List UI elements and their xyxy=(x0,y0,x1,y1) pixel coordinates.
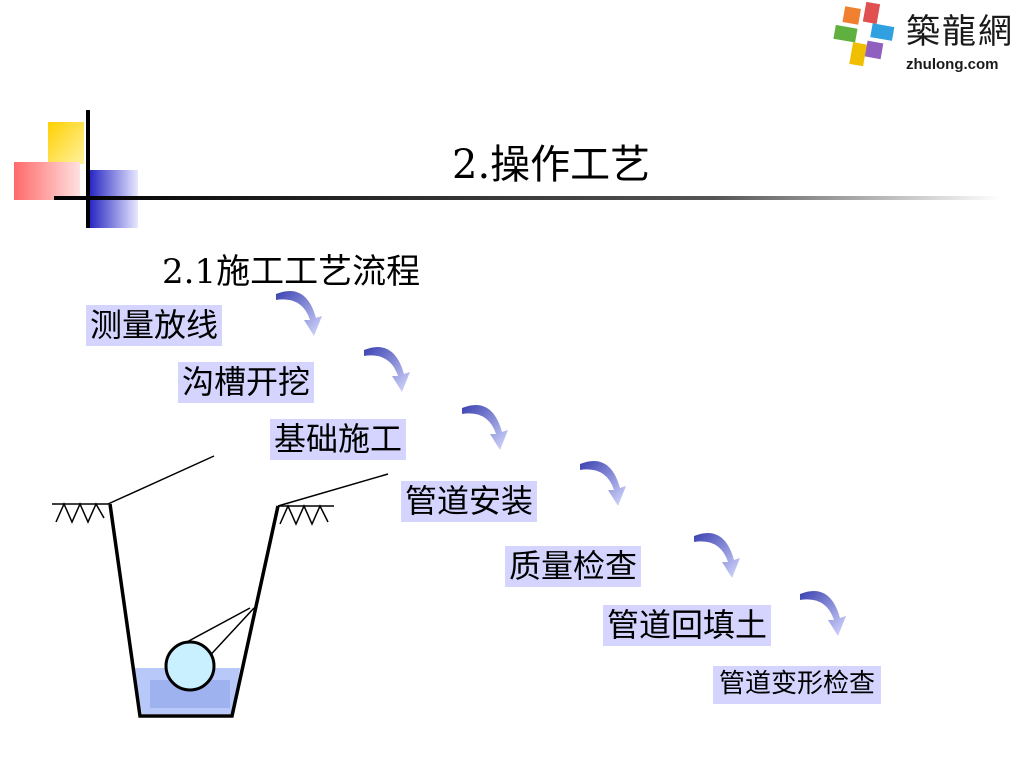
curved-arrow-icon xyxy=(462,405,508,450)
slide-title: 2.操作工艺 xyxy=(452,142,651,188)
curved-arrow-icon xyxy=(800,591,846,636)
flow-step-survey: 测量放线 xyxy=(86,305,223,346)
flow-step-excavation: 沟槽开挖 xyxy=(178,362,315,403)
flow-step-deformation-check: 管道变形检查 xyxy=(713,666,882,704)
flow-step-pipe-install: 管道安装 xyxy=(401,481,538,522)
curved-arrow-icon xyxy=(364,347,410,392)
trench-pipe-diagram xyxy=(52,455,389,718)
flow-step-foundation: 基础施工 xyxy=(270,419,407,460)
section-subtitle: 2.1施工工艺流程 xyxy=(162,252,421,292)
logo-english-name: zhulong.com xyxy=(906,56,999,73)
curved-arrow-icon xyxy=(276,291,322,336)
flow-step-quality-check: 质量检查 xyxy=(505,546,642,587)
curved-arrow-icon xyxy=(580,461,626,506)
curved-arrow-icon xyxy=(694,533,740,578)
logo-chinese-name: 築龍網 xyxy=(906,12,1014,52)
zhulong-logo-icon xyxy=(833,1,895,67)
flow-step-backfill: 管道回填土 xyxy=(603,605,772,646)
header-decoration xyxy=(14,110,1000,228)
